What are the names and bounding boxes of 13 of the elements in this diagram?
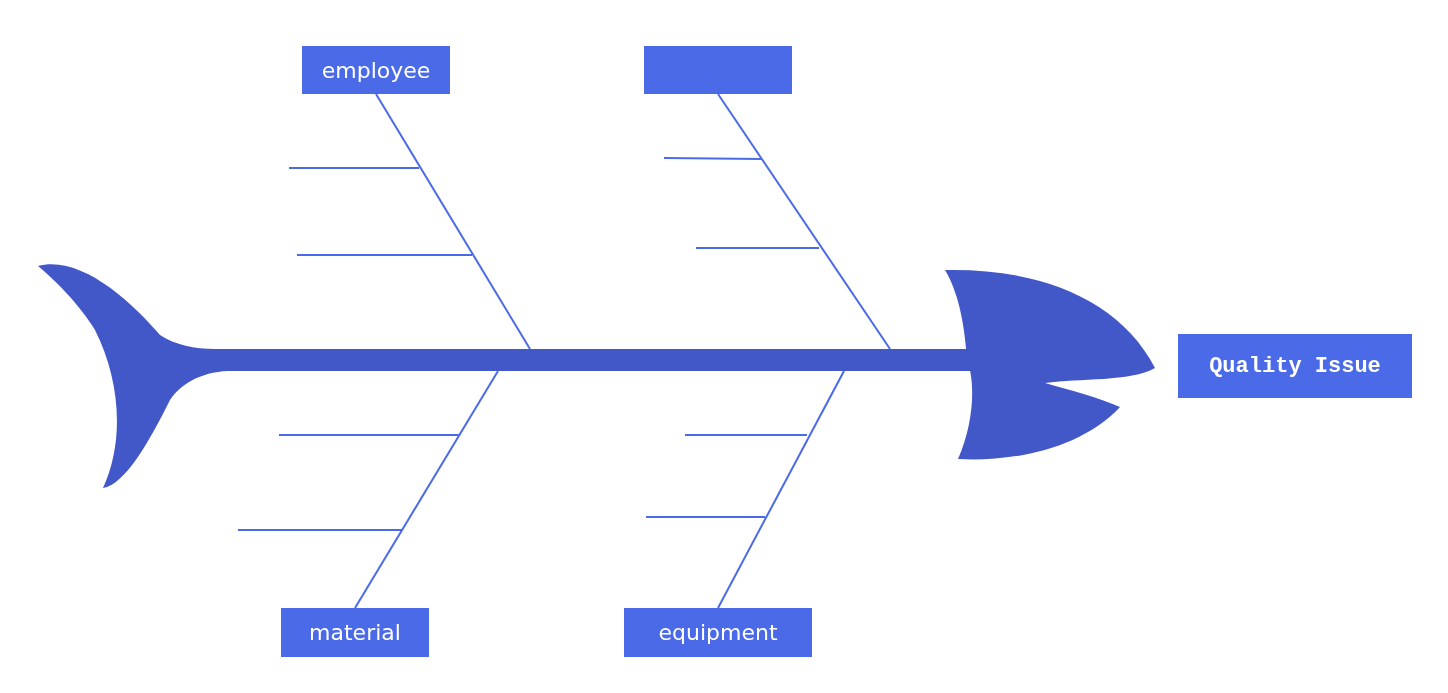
effect-box <box>1178 334 1412 398</box>
category-box <box>302 46 450 94</box>
box-label: equipment <box>658 620 778 645</box>
box-label: material <box>309 620 401 645</box>
empty-box <box>644 46 792 94</box>
fishbone-line <box>354 370 499 609</box>
box-label: employee <box>321 57 431 83</box>
fishbone-line <box>717 370 845 609</box>
fishbone-line <box>717 93 891 350</box>
category-box <box>281 608 429 657</box>
category-box <box>624 608 812 657</box>
box-label: Quality Issue <box>1209 353 1381 379</box>
fishbone-line <box>375 93 531 350</box>
